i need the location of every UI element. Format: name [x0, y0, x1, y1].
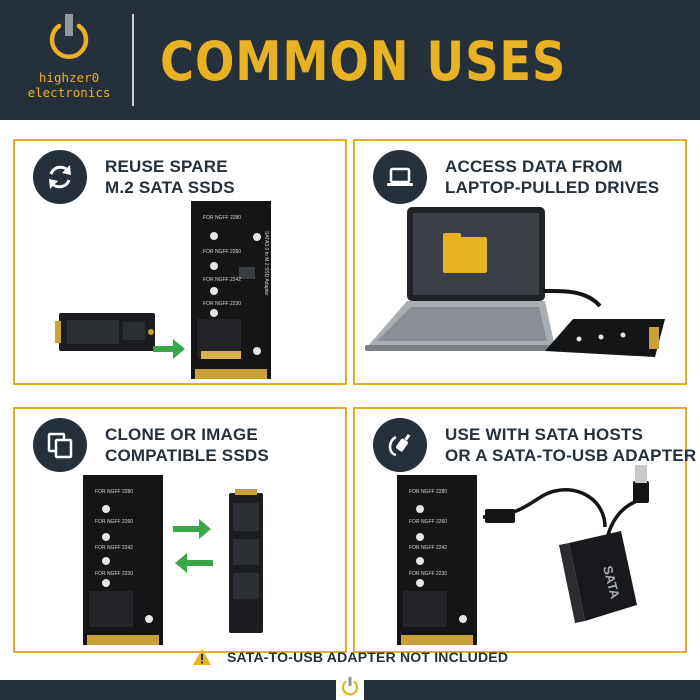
panel-title: CLONE OR IMAGE COMPATIBLE SSDS [105, 424, 335, 466]
panel-icon-badge [373, 150, 427, 204]
sata-host-illustration: FOR NGFF 2280 FOR NGFF 2260 FOR NGFF 224… [397, 465, 649, 645]
board-label-2260: FOR NGFF 2260 [95, 519, 133, 525]
panel-title-line2: OR A SATA-TO-USB ADAPTER [445, 446, 697, 465]
panel-title-line1: CLONE OR IMAGE [105, 425, 258, 444]
laptop-image [365, 207, 557, 351]
usb-plug-image [633, 465, 649, 503]
sata-usb-adapter-image [559, 531, 637, 623]
board-side-label: SATA3.0 to M.2 SSD Adapter [263, 231, 269, 296]
warning-icon [192, 648, 211, 665]
refresh-icon [49, 165, 71, 189]
board-label-2260: FOR NGFF 2260 [203, 249, 241, 255]
panel-icon-badge [373, 418, 427, 472]
arrow-right-icon [153, 339, 185, 359]
board-label-2242: FOR NGFF 2242 [203, 277, 241, 283]
panel-icon-badge [33, 150, 87, 204]
panel-title-line2: M.2 SATA SSDS [105, 178, 235, 197]
board-label-2230: FOR NGFF 2230 [203, 301, 241, 307]
panel-clone-ssds: FOR NGFF 2280 FOR NGFF 2260 FOR NGFF 224… [13, 407, 347, 653]
adapter-board-image [545, 319, 665, 357]
panel-title-line1: REUSE SPARE [105, 157, 228, 176]
panel-reuse-ssds: FOR NGFF 2280 FOR NGFF 2260 FOR NGFF 224… [13, 139, 347, 385]
bottom-logo [336, 674, 364, 700]
header-divider [132, 14, 134, 106]
panel-title-line1: USE WITH SATA HOSTS [445, 425, 644, 444]
panel-title: ACCESS DATA FROM LAPTOP-PULLED DRIVES [445, 156, 675, 198]
panel-laptop-drives: ACCESS DATA FROM LAPTOP-PULLED DRIVES [353, 139, 687, 385]
sata-plug-image [485, 509, 515, 523]
folder-icon [443, 233, 487, 273]
laptop-illustration [365, 207, 665, 357]
board-label-2230: FOR NGFF 2230 [409, 571, 447, 577]
page-title: COMMON USES [160, 30, 567, 93]
panel-title: REUSE SPARE M.2 SATA SSDS [105, 156, 335, 198]
adapter-board-image [397, 475, 477, 645]
power-logo-icon [341, 677, 359, 696]
laptop-icon [387, 167, 413, 186]
reuse-illustration: FOR NGFF 2280 FOR NGFF 2260 FOR NGFF 224… [55, 201, 271, 379]
board-label-2280: FOR NGFF 2280 [203, 215, 241, 221]
header-bar: highzer0 electronics COMMON USES [0, 0, 700, 120]
notice-text: SATA-TO-USB ADAPTER NOT INCLUDED [226, 648, 509, 665]
m2-2280-ssd-image [229, 489, 263, 633]
panel-icon-badge [33, 418, 87, 472]
board-label-2280: FOR NGFF 2280 [95, 489, 133, 495]
panel-title-line2: LAPTOP-PULLED DRIVES [445, 178, 660, 197]
m2-2242-ssd-image [55, 313, 155, 351]
brand-name-line2: electronics [27, 85, 111, 100]
panel-title-line1: ACCESS DATA FROM [445, 157, 623, 176]
adapter-board-image [191, 201, 271, 379]
panel-title: USE WITH SATA HOSTS OR A SATA-TO-USB ADA… [445, 424, 697, 466]
arrow-left-icon [175, 553, 213, 573]
brand-logo: highzer0 electronics [14, 8, 124, 112]
copy-icon [47, 432, 73, 459]
board-label-2260: FOR NGFF 2260 [409, 519, 447, 525]
brand-name-line1: highzer0 [38, 70, 100, 85]
sata-cable [542, 288, 602, 308]
board-label-2242: FOR NGFF 2242 [409, 545, 447, 551]
panel-title-line2: COMPATIBLE SSDS [105, 446, 269, 465]
footer-notice: SATA-TO-USB ADAPTER NOT INCLUDED [0, 646, 700, 668]
board-label-2280: FOR NGFF 2280 [409, 489, 447, 495]
board-label-2230: FOR NGFF 2230 [95, 571, 133, 577]
cable-icon [388, 433, 411, 457]
panel-sata-hosts: FOR NGFF 2280 FOR NGFF 2260 FOR NGFF 224… [353, 407, 697, 653]
arrow-right-icon [173, 519, 211, 539]
adapter-board-image [83, 475, 163, 645]
power-logo-icon [49, 14, 89, 59]
clone-illustration: FOR NGFF 2280 FOR NGFF 2260 FOR NGFF 224… [83, 475, 263, 645]
board-label-2242: FOR NGFF 2242 [95, 545, 133, 551]
